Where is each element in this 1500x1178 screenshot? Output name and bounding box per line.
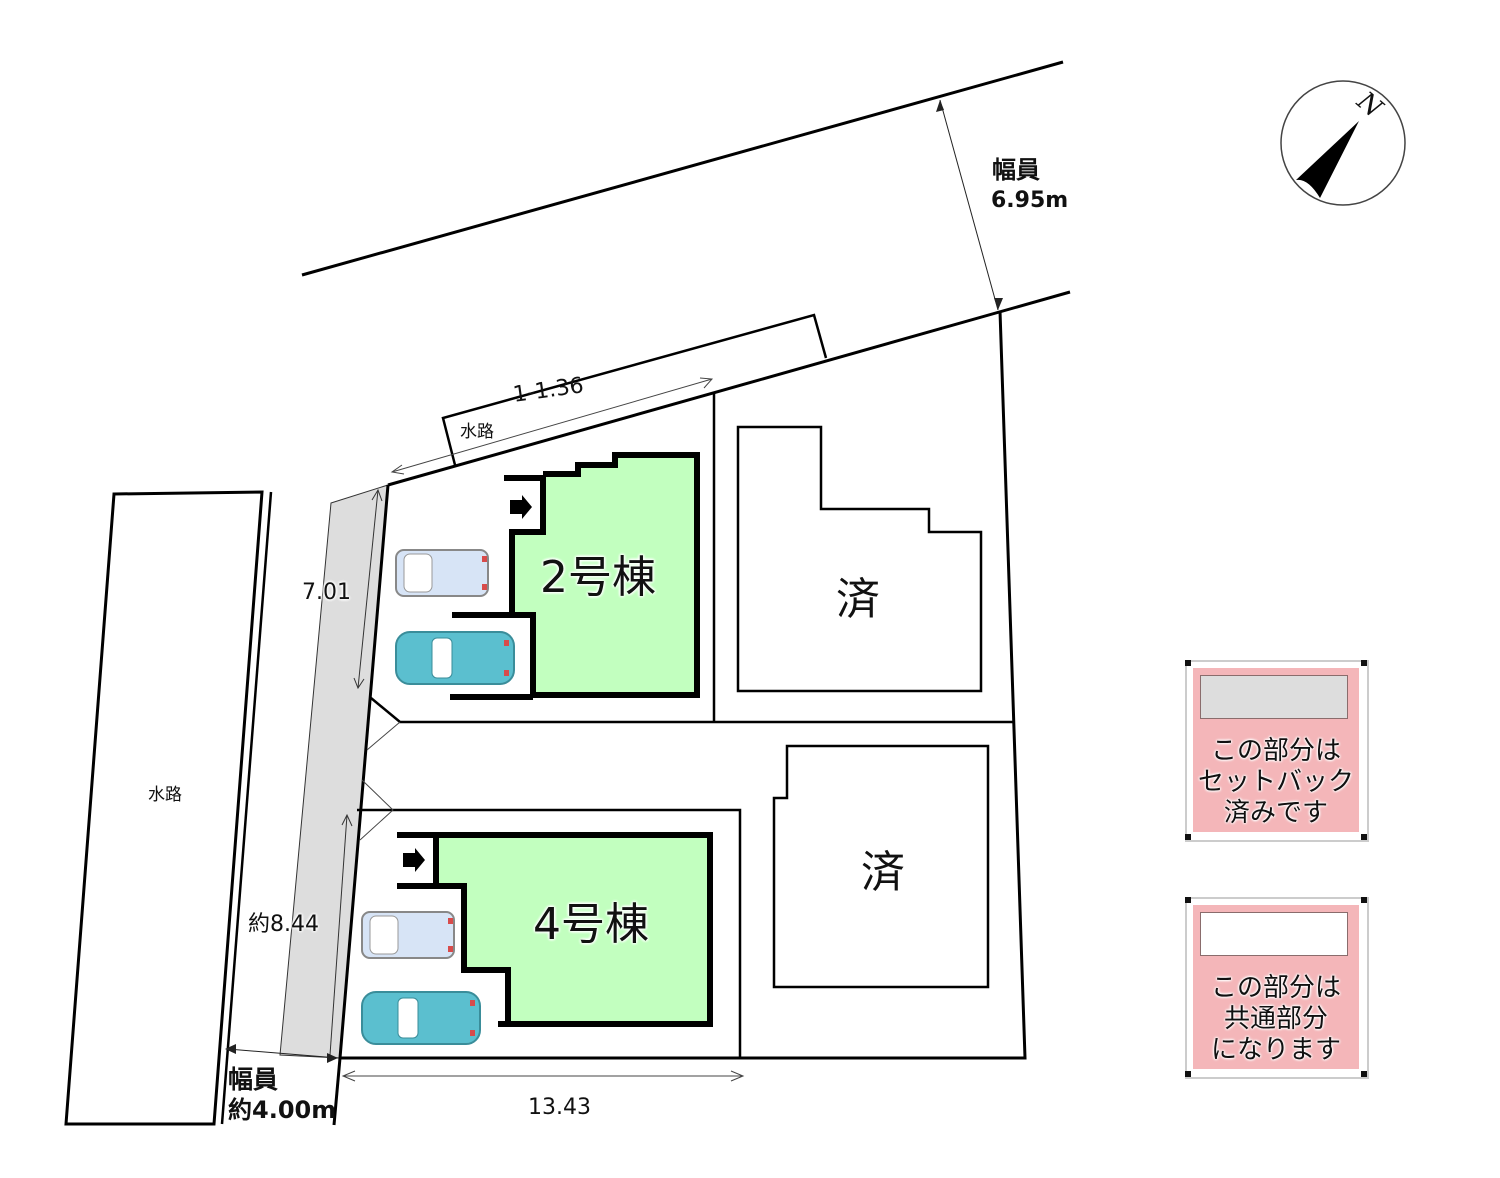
west-boundary-extension (332, 1057, 342, 1126)
north-road-edge-upper (301, 60, 1064, 277)
north-waterway-label: 水路 (460, 422, 494, 442)
west-waterway-edge (220, 491, 273, 1125)
corner-cut-line (359, 779, 394, 841)
site-boundary (338, 310, 1027, 1060)
lane-edge-north (370, 697, 1015, 724)
legend-common-area: この部分は 共通部分 になります (1185, 897, 1369, 1079)
north-road-width-value: 6.95m (991, 188, 1069, 213)
west-waterway-outline (64, 490, 264, 1126)
car-icon (395, 549, 489, 597)
legend-setback-text: この部分は セットバック 済みです (1197, 736, 1354, 828)
sold-building-north-east (736, 425, 983, 693)
building-lot-4 (436, 837, 710, 1024)
sold-lot-south-east-label: 済 (861, 847, 905, 898)
west-lower-dimension-label: 約8.44 (248, 912, 319, 937)
entrance-arrow-icon (510, 495, 532, 519)
car-icon (361, 911, 455, 959)
north-road-width-dimension (936, 99, 1003, 311)
building-lot-4-wall (436, 832, 713, 1027)
west-road-width-value: 約4.00m (228, 1096, 337, 1124)
building-lot-2 (512, 455, 697, 695)
west-waterway-label: 水路 (148, 785, 182, 805)
west-upper-dimension-label: 7.01 (302, 580, 351, 605)
sold-lot-north-east-label: 済 (836, 574, 880, 625)
north-waterway-outline (441, 313, 828, 466)
west-upper-dimension (353, 488, 383, 690)
compass-icon (1280, 80, 1406, 206)
sold-building-south-east (772, 744, 990, 989)
north-road-edge-lower (387, 290, 1071, 487)
north-road-width-title: 幅員 (992, 156, 1040, 184)
building-lot-2-wall (504, 452, 700, 698)
west-road-width-dimension (225, 1044, 339, 1063)
south-depth-dimension (341, 1070, 745, 1082)
entrance-arrow-icon (403, 848, 425, 872)
west-lower-dimension (329, 813, 353, 1056)
legend-setback: この部分は セットバック 済みです (1185, 660, 1369, 842)
legend-common-text: この部分は 共通部分 になります (1210, 973, 1341, 1065)
lot-4-label: 4号棟 (533, 899, 649, 950)
north-frontage-dimension (390, 377, 714, 475)
west-road-width-title: 幅員 (228, 1065, 279, 1094)
south-depth-label: 13.43 (528, 1095, 591, 1120)
lane-edge-south (357, 808, 742, 1058)
corner-cut-line (366, 721, 401, 751)
legend-swatch-setback (1200, 675, 1348, 719)
lot-2-label: 2号棟 (540, 552, 656, 603)
car-icon (361, 991, 481, 1045)
building-lot-4-wall (397, 832, 439, 889)
setback-strip (279, 484, 389, 1059)
legend-swatch-common (1200, 912, 1348, 956)
car-icon (395, 631, 515, 685)
